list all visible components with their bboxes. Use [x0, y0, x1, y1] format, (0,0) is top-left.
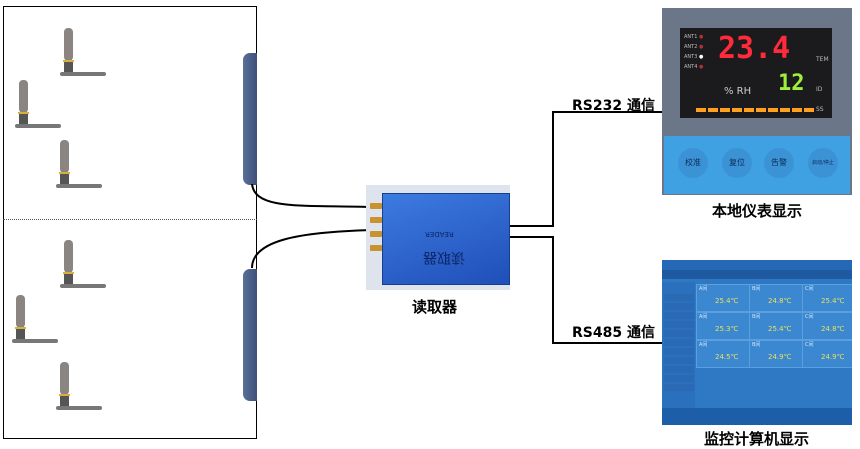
room-temperature: 25.3℃	[715, 325, 739, 333]
pc-sidebar-item	[664, 366, 694, 373]
zone-divider	[3, 219, 257, 220]
alarm-key: 告警	[764, 148, 794, 178]
signal-bar	[696, 108, 814, 112]
reader-body: READER 读取器	[382, 193, 510, 285]
ant-indicator: ANT1 ●	[684, 34, 704, 40]
pc-sidebar-item	[664, 375, 694, 382]
rs232-line	[508, 111, 662, 227]
temperature-tag-icon	[15, 80, 65, 130]
room-temperature: 24.9℃	[768, 353, 792, 361]
room-temperature: 25.4℃	[768, 325, 792, 333]
reset-key: 复位	[722, 148, 752, 178]
humidity-unit: % RH	[724, 86, 752, 97]
room-temperature: 25.4℃	[821, 297, 845, 305]
pc-sidebar-item	[664, 312, 694, 319]
meter-image: ANT1 ●ANT2 ●ANT3 ●ANT4 ● 23.4 TEM 12 ID …	[662, 8, 852, 195]
room-temperature: 24.5℃	[715, 353, 739, 361]
temperature-tag-icon	[12, 295, 62, 345]
room-temperature: 24.8℃	[768, 297, 792, 305]
temperature-tag-icon	[60, 28, 110, 78]
room-name: B间	[752, 314, 761, 320]
pc-titlebar	[662, 260, 852, 270]
room-card: A间 24.5℃	[696, 340, 750, 368]
temperature-tag-icon	[60, 240, 110, 290]
id-display: 12	[778, 71, 805, 96]
pc-sidebar-item	[664, 339, 694, 346]
meter-label: 本地仪表显示	[712, 202, 803, 220]
temperature-tag-icon	[56, 140, 106, 190]
room-name: A间	[699, 286, 708, 292]
reader-image: READER 读取器	[366, 185, 510, 290]
room-card: C间 24.8℃	[802, 312, 852, 340]
room-name: C间	[805, 286, 814, 292]
computer-label: 监控计算机显示	[704, 430, 810, 448]
rs232-label: RS232 通信	[572, 98, 655, 114]
meter-screen: ANT1 ●ANT2 ●ANT3 ●ANT4 ● 23.4 TEM 12 ID …	[680, 28, 832, 118]
ant-indicator: ANT4 ●	[684, 64, 704, 70]
reader-brand-en: READER	[425, 230, 454, 238]
port	[370, 217, 382, 223]
room-temperature: 25.4℃	[715, 297, 739, 305]
antenna-panel-1	[243, 53, 257, 185]
calibrate-key: 校准	[678, 148, 708, 178]
room-card: A间 25.3℃	[696, 312, 750, 340]
ant-indicator: ANT2 ●	[684, 44, 704, 50]
pc-sidebar-item	[664, 321, 694, 328]
temperature-display: 23.4	[718, 31, 791, 66]
pc-sidebar	[662, 282, 695, 412]
room-name: B间	[752, 342, 761, 348]
port	[370, 231, 382, 237]
start-stop-key: 启动/停止	[808, 148, 838, 178]
room-card: A间 25.4℃	[696, 284, 750, 312]
room-temperature: 24.8℃	[821, 325, 845, 333]
ss-label: SS	[816, 106, 824, 113]
pc-sidebar-item	[664, 357, 694, 364]
reader-brand-cn: 读取器	[423, 249, 465, 265]
room-card: B间 24.8℃	[749, 284, 803, 312]
room-name: C间	[805, 342, 814, 348]
pc-sidebar-item	[664, 330, 694, 337]
room-name: B间	[752, 286, 761, 292]
tag-zone	[3, 6, 257, 439]
pc-sidebar-item	[664, 303, 694, 310]
room-card: C间 25.4℃	[802, 284, 852, 312]
pc-menubar	[662, 270, 852, 279]
pc-sidebar-item	[664, 384, 694, 391]
cable-panel1	[251, 183, 373, 208]
room-card: B间 24.9℃	[749, 340, 803, 368]
port	[370, 203, 382, 209]
room-temperature: 24.9℃	[821, 353, 845, 361]
temperature-tag-icon	[56, 362, 106, 412]
computer-screenshot: A间 25.4℃ B间 24.8℃ C间 25.4℃ A间 25.3℃ B间 25.4℃ C间 24.…	[662, 260, 852, 425]
pc-sidebar-item	[664, 348, 694, 355]
ant-indicator: ANT3 ●	[684, 54, 704, 60]
port	[370, 245, 382, 251]
room-name: A间	[699, 342, 708, 348]
antenna-panel-2	[243, 269, 257, 401]
room-card: B间 25.4℃	[749, 312, 803, 340]
id-label: ID	[816, 86, 823, 93]
room-name: C间	[805, 314, 814, 320]
rs485-line	[508, 236, 662, 344]
rs485-label: RS485 通信	[572, 325, 655, 341]
meter-keypad: 校准 复位 告警 启动/停止	[664, 136, 850, 194]
room-card: C间 24.9℃	[802, 340, 852, 368]
cable-panel2	[251, 229, 373, 269]
pc-footer	[662, 408, 852, 425]
tem-label: TEM	[816, 56, 829, 63]
room-name: A间	[699, 314, 708, 320]
reader-label: 读取器	[412, 298, 458, 316]
pc-sidebar-item	[664, 294, 694, 301]
